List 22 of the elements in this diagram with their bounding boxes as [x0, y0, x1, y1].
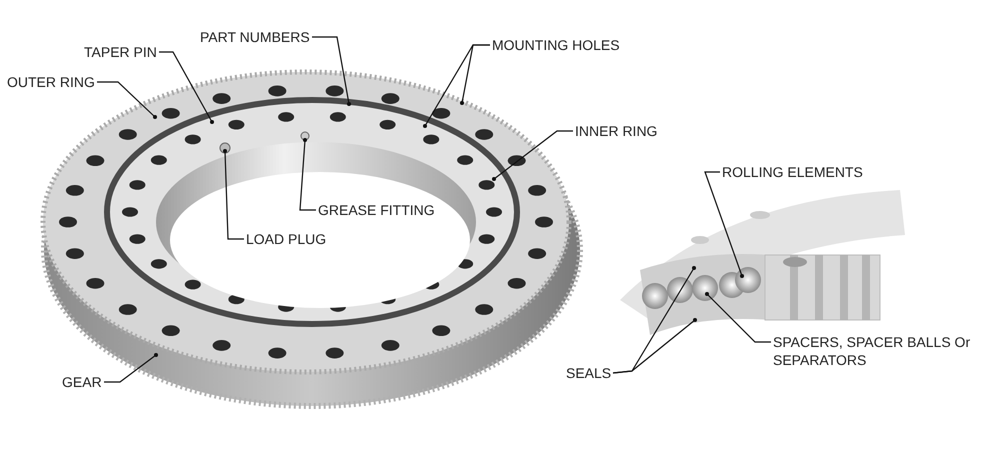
- part-label: ROLLING ELEMENTS: [722, 163, 863, 181]
- part-label: PART NUMBERS: [200, 28, 310, 46]
- leader-line: [705, 292, 771, 343]
- leader-line: [312, 36, 351, 106]
- leader-line: [460, 44, 490, 105]
- part-label: LOAD PLUG: [246, 230, 326, 248]
- part-label: SPACERS, SPACER BALLS Or SEPARATORS: [773, 333, 972, 369]
- part-label: INNER RING: [575, 122, 658, 140]
- leader-line: [299, 138, 316, 211]
- leader-line: [159, 51, 214, 124]
- leader-line: [612, 318, 697, 374]
- part-label: GREASE FITTING: [318, 201, 435, 219]
- part-label: TAPER PIN: [84, 43, 157, 61]
- leader-line: [223, 149, 244, 240]
- part-label: GEAR: [62, 373, 102, 391]
- leader-line: [104, 353, 158, 383]
- part-label: OUTER RING: [7, 73, 95, 91]
- leader-line: [492, 130, 573, 181]
- part-label: SEALS: [566, 364, 612, 382]
- leader-line: [704, 171, 744, 278]
- leader-line: [97, 81, 157, 119]
- part-label: MOUNTING HOLES: [492, 36, 620, 54]
